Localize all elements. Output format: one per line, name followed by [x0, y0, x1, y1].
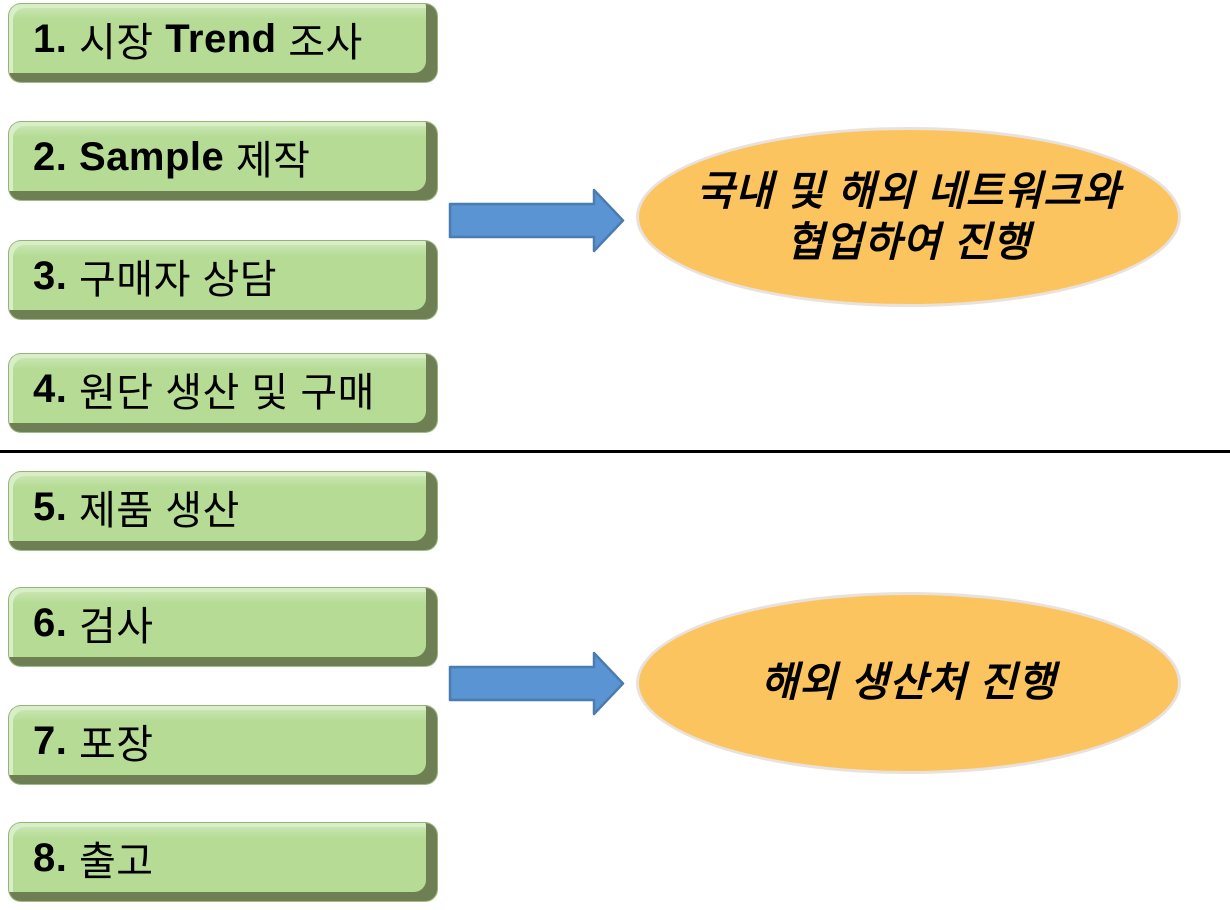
right-arrow-icon-bottom [448, 651, 625, 716]
process-box-text: 원단 생산 및 구매 [78, 371, 375, 415]
process-box-text: 7. [33, 718, 79, 763]
process-box-8: 8. 출고 [8, 822, 438, 902]
callout-text-line: 국내 및 해외 네트워크와 [696, 167, 1121, 214]
process-box-7: 7. 포장 [8, 705, 438, 785]
process-box-text: 포장 [78, 723, 154, 767]
process-box-1: 1. 시장 Trend 조사 [8, 3, 438, 83]
callout-text-line: 협업하여 진행 [786, 219, 1031, 265]
process-box-text: Trend [165, 16, 277, 61]
process-box-text: 조사 [276, 21, 363, 65]
process-box-text: 시장 [78, 21, 166, 65]
process-box-4: 4. 원단 생산 및 구매 [8, 353, 438, 433]
process-box-text: 1. [33, 16, 79, 61]
process-box-text: 2. Sample [33, 134, 225, 179]
process-box-text: 8. [33, 835, 79, 880]
process-box-text: 6. [33, 600, 79, 645]
process-box-text: 4. [33, 366, 79, 411]
process-box-text: 검사 [78, 605, 154, 649]
process-box-5: 5. 제품 생산 [8, 471, 438, 551]
callout-ellipse-overseas: 해외 생산처 진행 [636, 592, 1181, 774]
process-box-text: 제품 생산 [78, 489, 240, 533]
right-arrow-icon-top [448, 188, 625, 253]
callout-ellipse-network: 국내 및 해외 네트워크와 협업하여 진행 [636, 127, 1181, 307]
process-box-text: 구매자 상담 [78, 258, 278, 302]
process-box-text: 3. [33, 253, 79, 298]
process-box-text: 출고 [78, 840, 154, 884]
process-box-text: 5. [33, 484, 79, 529]
process-box-6: 6. 검사 [8, 587, 438, 667]
process-box-2: 2. Sample 제작 [8, 121, 438, 201]
section-divider-line [0, 450, 1230, 453]
process-box-text: 제작 [224, 139, 311, 183]
callout-text-line: 해외 생산처 진행 [760, 659, 1057, 706]
process-box-3: 3. 구매자 상담 [8, 240, 438, 320]
